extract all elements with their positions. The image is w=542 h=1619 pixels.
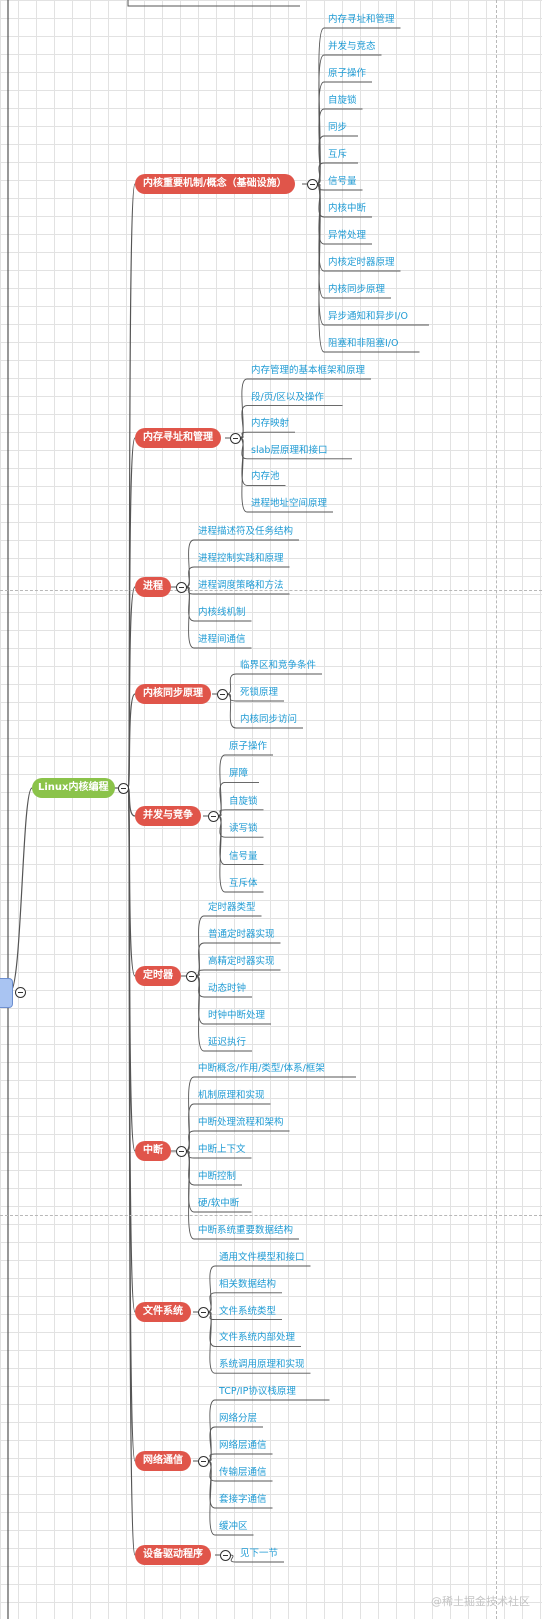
leaf-node[interactable]: 并发与竞态 (328, 41, 376, 52)
leaf-node[interactable]: 时钟中断处理 (208, 1010, 266, 1021)
leaf-node[interactable]: 同步 (328, 122, 348, 133)
branch-2-collapse-toggle[interactable] (230, 433, 241, 444)
leaf-node[interactable]: 进程描述符及任务结构 (198, 526, 294, 537)
leaf-node[interactable]: 异步通知和异步I/O (328, 311, 408, 322)
page-boundary-1 (0, 590, 542, 591)
branch-5-collapse-toggle[interactable] (208, 811, 219, 822)
leaf-node[interactable]: 文件系统内部处理 (219, 1332, 296, 1344)
leaf-node[interactable]: 信号量 (328, 176, 357, 187)
leaf-node[interactable]: 传输层通信 (219, 1467, 267, 1478)
leaf-node[interactable]: 异常处理 (328, 230, 367, 241)
leaf-node[interactable]: 中断概念/作用/类型/体系/框架 (198, 1063, 325, 1074)
parent-node-stub[interactable] (0, 978, 13, 1008)
branch-node-8[interactable]: 文件系统 (135, 1302, 191, 1322)
root-node-collapse-toggle[interactable] (118, 783, 129, 794)
branch-node-5[interactable]: 并发与竞争 (135, 806, 201, 826)
leaf-node[interactable]: TCP/IP协议栈原理 (219, 1386, 296, 1397)
leaf-node[interactable]: 系统调用原理和实现 (219, 1359, 305, 1371)
leaf-node[interactable]: 网络分层 (219, 1413, 258, 1424)
leaf-node[interactable]: 定时器类型 (208, 902, 256, 913)
leaf-node[interactable]: 内核线机制 (198, 607, 246, 618)
leaf-node[interactable]: 中断系统重要数据结构 (198, 1225, 294, 1236)
branch-node-6[interactable]: 定时器 (135, 966, 181, 986)
page-boundary-vertical (496, 0, 497, 1619)
leaf-node[interactable]: 延迟执行 (208, 1037, 247, 1048)
leaf-node[interactable]: 高精定时器实现 (208, 956, 275, 967)
branch-node-10[interactable]: 设备驱动程序 (135, 1545, 211, 1565)
watermark: @稀土掘金技术社区 (431, 1595, 530, 1608)
leaf-node[interactable]: 中断上下文 (198, 1144, 246, 1155)
leaf-node[interactable]: 阻塞和非阻塞I/O (328, 338, 399, 349)
leaf-node[interactable]: 内核同步访问 (240, 714, 298, 725)
leaf-node[interactable]: 内存池 (251, 471, 280, 483)
leaf-node[interactable]: 硬/软中断 (198, 1198, 240, 1209)
leaf-node[interactable]: 读写锁 (229, 823, 258, 835)
leaf-node[interactable]: 网络层通信 (219, 1440, 267, 1451)
branch-node-1[interactable]: 内核重要机制/概念（基础设施） (135, 174, 295, 194)
leaf-node[interactable]: 互斥 (328, 149, 348, 160)
leaf-node[interactable]: 死锁原理 (240, 687, 279, 698)
leaf-node[interactable]: 普通定时器实现 (208, 929, 275, 940)
leaf-node[interactable]: 内核中断 (328, 203, 367, 214)
leaf-node[interactable]: 内存管理的基本框架和原理 (251, 365, 366, 376)
leaf-node[interactable]: 相关数据结构 (219, 1278, 277, 1290)
leaf-node[interactable]: 信号量 (229, 850, 258, 862)
leaf-node[interactable]: 进程地址空间原理 (251, 498, 328, 509)
leaf-node[interactable]: 内核定时器原理 (328, 257, 395, 268)
leaf-node[interactable]: 缓冲区 (219, 1521, 248, 1532)
branch-9-collapse-toggle[interactable] (198, 1456, 209, 1467)
leaf-node[interactable]: 进程间通信 (198, 634, 246, 645)
leaf-node[interactable]: 中断控制 (198, 1171, 237, 1182)
branch-node-7[interactable]: 中断 (135, 1141, 171, 1161)
leaf-node[interactable]: 通用文件模型和接口 (219, 1252, 305, 1263)
leaf-node[interactable]: 套接字通信 (219, 1494, 267, 1505)
page-boundary-2 (0, 1215, 542, 1216)
leaf-node[interactable]: 互斥体 (229, 878, 258, 889)
branch-node-2[interactable]: 内存寻址和管理 (135, 428, 221, 448)
leaf-node[interactable]: 内核同步原理 (328, 284, 386, 295)
branch-4-collapse-toggle[interactable] (217, 689, 228, 700)
branch-10-collapse-toggle[interactable] (220, 1550, 231, 1561)
leaf-node[interactable]: 进程控制实践和原理 (198, 553, 284, 564)
branch-1-collapse-toggle[interactable] (307, 179, 318, 190)
leaf-node[interactable]: 内存寻址和管理 (328, 14, 395, 25)
leaf-node[interactable]: 自旋锁 (328, 95, 357, 106)
leaf-node[interactable]: 自旋锁 (229, 795, 258, 807)
branch-3-collapse-toggle[interactable] (176, 582, 187, 593)
branch-7-collapse-toggle[interactable] (176, 1146, 187, 1157)
leaf-node[interactable]: 动态时钟 (208, 983, 247, 994)
branch-6-collapse-toggle[interactable] (186, 971, 197, 982)
leaf-node[interactable]: 文件系统类型 (219, 1305, 277, 1317)
branch-node-4[interactable]: 内核同步原理 (135, 684, 211, 704)
branch-8-collapse-toggle[interactable] (198, 1307, 209, 1318)
leaf-node[interactable]: 进程调度策略和方法 (198, 580, 284, 591)
leaf-node[interactable]: 原子操作 (328, 68, 367, 79)
leaf-node[interactable]: 内存映射 (251, 418, 290, 430)
leaf-node[interactable]: 中断处理流程和架构 (198, 1117, 284, 1128)
leaf-node[interactable]: 段/页/区以及操作 (251, 391, 324, 403)
root-node[interactable]: Linux内核编程 (32, 778, 115, 798)
leaf-node[interactable]: 见下一节 (240, 1548, 279, 1559)
leaf-node[interactable]: slab层原理和接口 (251, 444, 328, 456)
leaf-node[interactable]: 原子操作 (229, 741, 268, 752)
leaf-node[interactable]: 屏障 (229, 768, 249, 780)
branch-node-3[interactable]: 进程 (135, 577, 171, 597)
branch-node-9[interactable]: 网络通信 (135, 1451, 191, 1471)
leaf-node[interactable]: 机制原理和实现 (198, 1090, 265, 1101)
leaf-node[interactable]: 临界区和竞争条件 (240, 660, 317, 671)
root-collapse-toggle[interactable] (15, 987, 26, 998)
